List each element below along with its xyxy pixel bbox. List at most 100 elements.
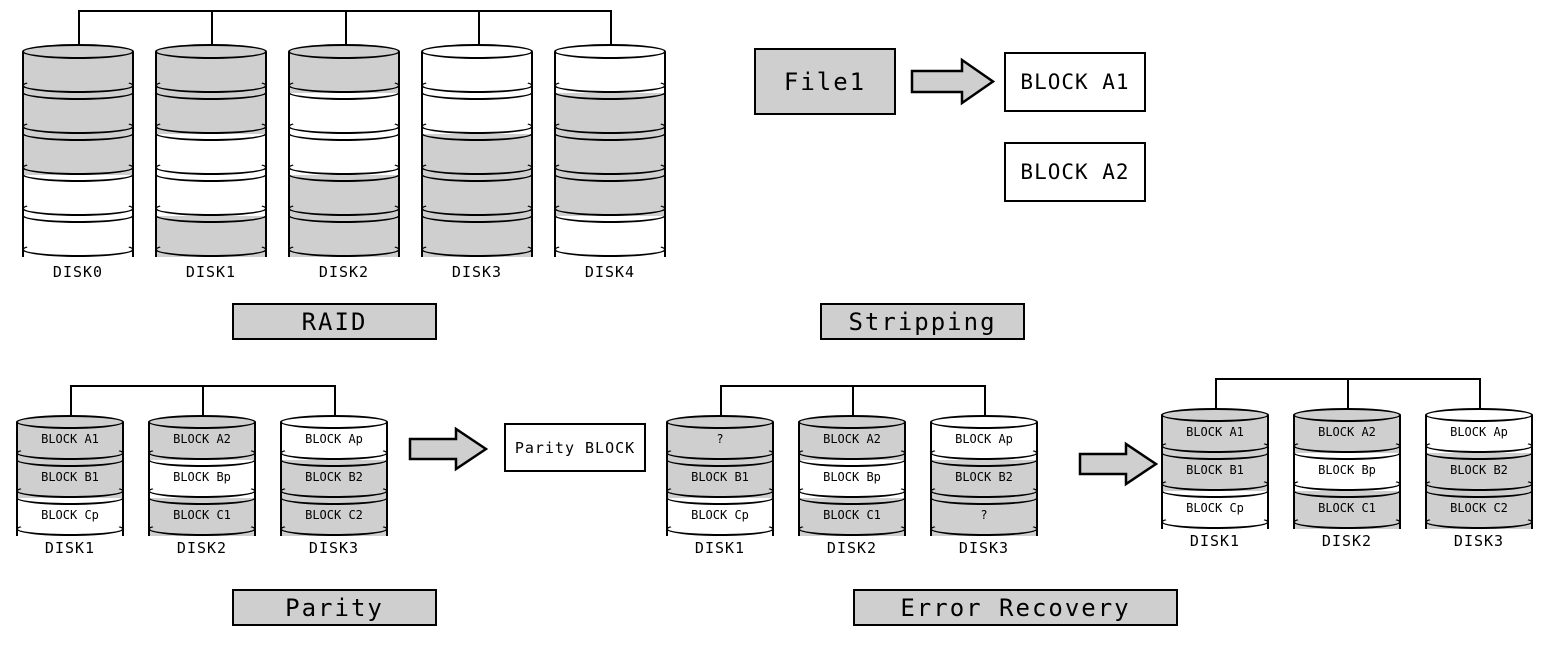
section-label-stripping: Stripping: [820, 303, 1025, 340]
disk-segment-top-ellipse: [930, 415, 1038, 429]
parity-arrow-icon: [408, 426, 488, 472]
disk-caption: DISK1: [1189, 532, 1241, 550]
disk-segment-bottom-ellipse: [1425, 477, 1533, 491]
section-label-error-recovery: Error Recovery: [853, 589, 1178, 626]
disk-segment-bottom-ellipse: [148, 446, 256, 460]
disk-segment-bottom-ellipse: [16, 446, 124, 460]
disk-segment: BLOCK Ap: [1425, 408, 1533, 460]
disk-segment-bottom-ellipse: [155, 241, 267, 257]
disk-segment-top-ellipse: [554, 44, 666, 59]
disk-segment-bottom-ellipse: [148, 484, 256, 498]
disk-caption: DISK2: [176, 539, 228, 557]
disk-caption: DISK3: [1453, 532, 1505, 550]
disk-segment-bottom-ellipse: [155, 200, 267, 216]
disk-segment-top-ellipse: [1293, 408, 1401, 422]
disk-segment: BLOCK A1: [1161, 408, 1269, 460]
bus-drop-1: [852, 385, 854, 415]
disk-segment: BLOCK Ap: [280, 415, 388, 467]
disk-segment-bottom-ellipse: [155, 118, 267, 134]
bus-drop-0: [1215, 378, 1217, 408]
disk-segment-bottom-ellipse: [288, 200, 400, 216]
disk-segment-bottom-ellipse: [22, 200, 134, 216]
disk-segment-bottom-ellipse: [155, 159, 267, 175]
disk-segment-bottom-ellipse: [288, 77, 400, 93]
disk-segment-bottom-ellipse: [554, 159, 666, 175]
disk-segment-top-ellipse: [16, 415, 124, 429]
disk-segment-bottom-ellipse: [798, 446, 906, 460]
disk-caption: DISK1: [185, 263, 237, 281]
disk-segment-bottom-ellipse: [22, 241, 134, 257]
bus-drop-4: [610, 10, 612, 48]
disk-segment-top-ellipse: [421, 44, 533, 59]
disk-segment-bottom-ellipse: [666, 522, 774, 536]
disk-segment-top-ellipse: [1425, 408, 1533, 422]
disk-segment-bottom-ellipse: [930, 522, 1038, 536]
disk-segment-bottom-ellipse: [1425, 515, 1533, 529]
disk-segment-bottom-ellipse: [16, 484, 124, 498]
disk-segment-bottom-ellipse: [280, 446, 388, 460]
bus-drop-0: [70, 385, 72, 415]
disk-segment-bottom-ellipse: [1293, 439, 1401, 453]
disk-segment-bottom-ellipse: [288, 241, 400, 257]
disk-segment: BLOCK A2: [148, 415, 256, 467]
disk-segment-top-ellipse: [155, 44, 267, 59]
disk-segment-bottom-ellipse: [22, 118, 134, 134]
disk-segment-bottom-ellipse: [1293, 515, 1401, 529]
disk-segment-bottom-ellipse: [666, 446, 774, 460]
disk-segment-bottom-ellipse: [288, 159, 400, 175]
bus-drop-1: [202, 385, 204, 415]
disk-caption: DISK3: [958, 539, 1010, 557]
disk-segment-top-ellipse: [288, 44, 400, 59]
disk-segment-bottom-ellipse: [421, 77, 533, 93]
disk-segment-bottom-ellipse: [280, 522, 388, 536]
disk-stack-disk0: [22, 44, 134, 257]
disk-stack-disk3: [421, 44, 533, 257]
disk-segment-bottom-ellipse: [554, 118, 666, 134]
disk-segment-bottom-ellipse: [798, 484, 906, 498]
disk-segment-top-ellipse: [148, 415, 256, 429]
file1-box: File1: [754, 48, 896, 115]
disk-segment-top-ellipse: [22, 44, 134, 59]
bus-drop-3: [478, 10, 480, 48]
disk-segment: [554, 126, 666, 182]
disk-segment-bottom-ellipse: [1425, 439, 1533, 453]
error-recovery-failed-connector-bus: [720, 385, 986, 417]
bus-drop-2: [345, 10, 347, 48]
disk-caption: DISK4: [584, 263, 636, 281]
disk-segment-bottom-ellipse: [280, 484, 388, 498]
bus-drop-2: [334, 385, 336, 415]
disk-segment-bottom-ellipse: [421, 159, 533, 175]
bus-drop-0: [78, 10, 80, 48]
bus-drop-2: [1479, 378, 1481, 408]
disk-segment-bottom-ellipse: [16, 522, 124, 536]
disk-segment-bottom-ellipse: [22, 77, 134, 93]
disk-segment-bottom-ellipse: [1161, 477, 1269, 491]
disk-caption: DISK2: [318, 263, 370, 281]
disk-caption: DISK1: [694, 539, 746, 557]
section-label-raid: RAID: [232, 303, 437, 340]
disk-segment-bottom-ellipse: [421, 200, 533, 216]
disk-segment-bottom-ellipse: [930, 446, 1038, 460]
raid-connector-bus: [78, 10, 612, 50]
disk-caption: DISK3: [451, 263, 503, 281]
disk-segment-bottom-ellipse: [288, 118, 400, 134]
disk-segment-bottom-ellipse: [554, 77, 666, 93]
stripping-arrow-icon: [910, 57, 995, 106]
disk-segment-bottom-ellipse: [798, 522, 906, 536]
disk-segment: BLOCK Ap: [930, 415, 1038, 467]
error-recovery-recovered-connector-bus: [1215, 378, 1481, 410]
disk-segment-bottom-ellipse: [421, 241, 533, 257]
disk-segment: BLOCK A2: [798, 415, 906, 467]
disk-segment-bottom-ellipse: [22, 159, 134, 175]
bus-drop-1: [211, 10, 213, 48]
disk-stack-disk4: [554, 44, 666, 257]
disk-segment-bottom-ellipse: [554, 200, 666, 216]
disk-stack-disk2: [288, 44, 400, 257]
bus-drop-2: [984, 385, 986, 415]
